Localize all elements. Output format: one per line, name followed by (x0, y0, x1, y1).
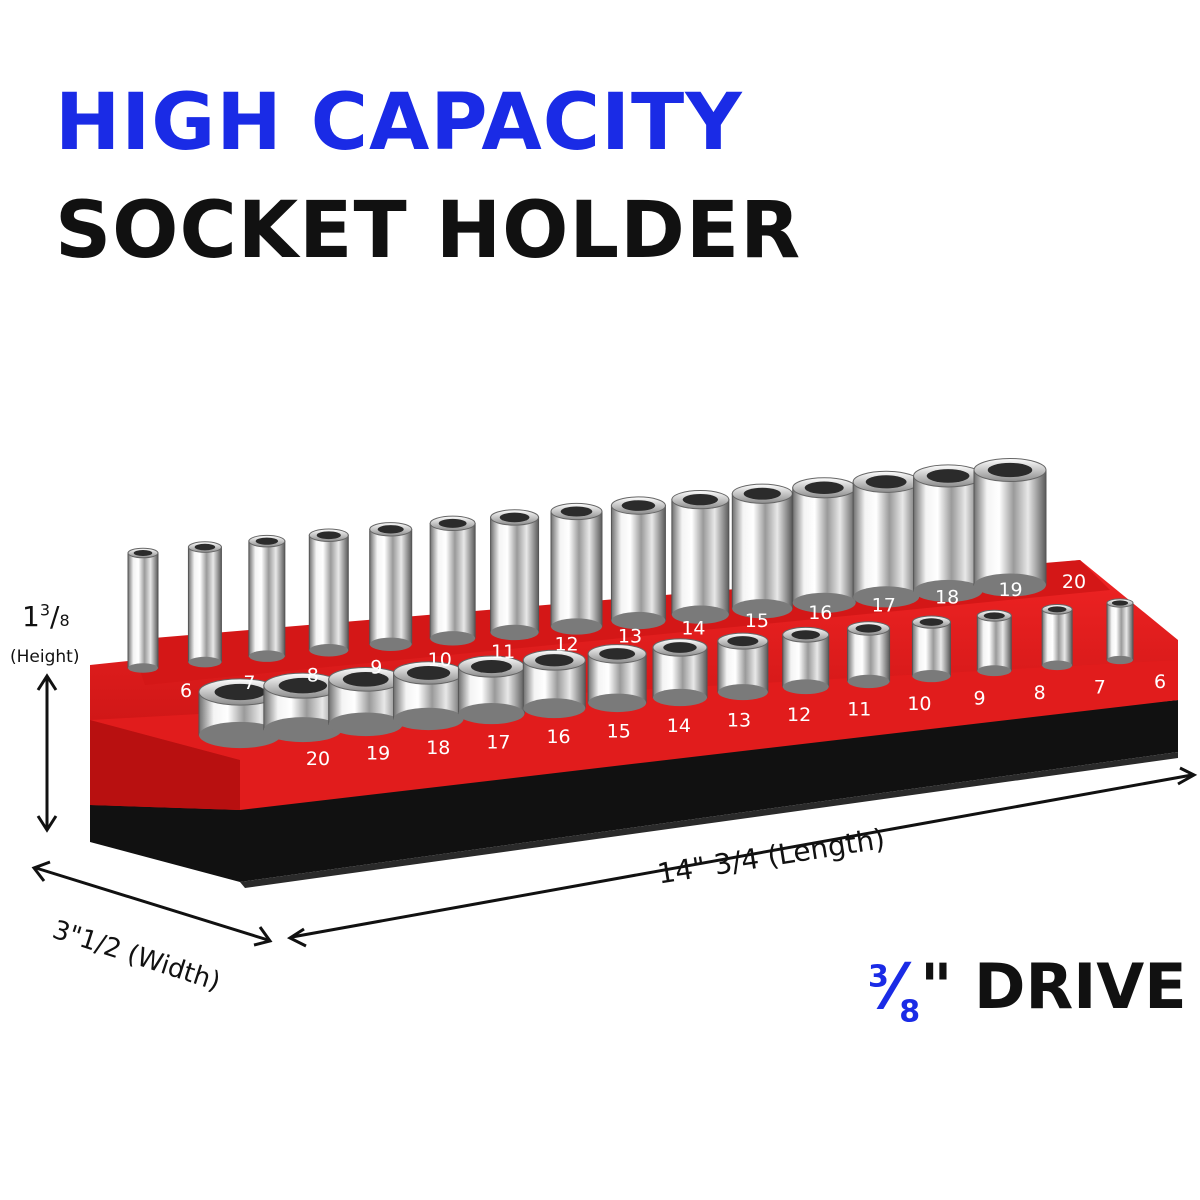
back-socket-9 (308, 528, 349, 657)
front-size-label: 16 (546, 726, 570, 748)
back-socket-20 (973, 457, 1047, 597)
back-socket-11 (429, 515, 476, 646)
back-socket-10 (369, 522, 413, 652)
holder-base (90, 700, 1178, 882)
back-socket-7 (187, 541, 222, 668)
width-arrow (31, 860, 273, 947)
back-size-label: 20 (1062, 571, 1086, 593)
back-size-label: 6 (180, 680, 192, 702)
drive-fraction: 3⁄8 (868, 950, 921, 1030)
back-size-label: 11 (491, 641, 515, 663)
back-size-label: 7 (243, 672, 255, 694)
holder-base-shadow (240, 752, 1178, 888)
headline-line-2: SOCKET HOLDER (55, 186, 802, 276)
height-arrow (36, 673, 58, 833)
back-socket-6 (127, 547, 159, 673)
front-size-label: 19 (366, 743, 390, 765)
front-size-label: 17 (486, 732, 510, 754)
front-size-label: 7 (1094, 677, 1106, 699)
back-size-label: 14 (681, 618, 705, 640)
front-size-label: 9 (974, 688, 986, 710)
back-socket-17 (792, 477, 857, 613)
back-size-label: 15 (745, 610, 769, 632)
back-socket-12 (490, 509, 540, 641)
back-size-label: 10 (428, 649, 452, 671)
front-socket-17 (393, 661, 465, 731)
back-socket-19 (913, 464, 984, 602)
back-size-label: 13 (618, 626, 642, 648)
front-size-label: 12 (787, 704, 811, 726)
height-caption: (Height) (10, 647, 80, 667)
front-size-label: 13 (727, 710, 751, 732)
front-size-label: 18 (426, 737, 450, 759)
holder-front-face (90, 660, 1178, 810)
back-socket-8 (248, 534, 286, 662)
back-size-label: 16 (808, 602, 832, 624)
front-size-label: 20 (306, 748, 330, 770)
back-row-labels: 6 7 8 9 10 11 12 13 14 15 16 17 18 19 20 (180, 571, 1086, 702)
front-socket-7 (1041, 604, 1073, 671)
front-socket-9 (911, 615, 951, 683)
front-size-label: 15 (607, 721, 631, 743)
drive-size-label: 3⁄8" DRIVE (868, 950, 1187, 1030)
front-size-label: 8 (1034, 682, 1046, 704)
back-socket-14 (610, 496, 666, 630)
front-size-label: 10 (907, 693, 931, 715)
back-socket-18 (852, 470, 920, 608)
front-socket-13 (652, 638, 708, 707)
back-size-label: 8 (307, 664, 319, 686)
front-size-label: 11 (847, 699, 871, 721)
back-size-label: 18 (935, 587, 959, 609)
front-socket-18 (328, 666, 404, 737)
back-socket-16 (731, 483, 793, 619)
front-socket-11 (782, 626, 830, 695)
front-socket-6 (1106, 598, 1134, 665)
front-socket-14 (587, 644, 647, 713)
back-size-label: 17 (872, 594, 896, 616)
back-size-label: 12 (554, 633, 578, 655)
holder-front-chamfer (90, 720, 240, 810)
headline-line-1: HIGH CAPACITY (55, 78, 743, 168)
front-socket-8 (976, 609, 1012, 677)
back-socket-13 (550, 502, 603, 635)
back-size-label: 9 (370, 657, 382, 679)
front-row-sockets (198, 598, 1134, 749)
back-size-label: 19 (998, 579, 1022, 601)
front-size-label: 14 (667, 715, 691, 737)
height-value: 13/8 (22, 600, 70, 633)
front-socket-12 (717, 632, 769, 701)
front-socket-10 (847, 621, 891, 689)
front-row-labels: 20 19 18 17 16 15 14 13 12 11 10 9 8 7 6 (306, 671, 1166, 770)
back-row-sockets (127, 457, 1047, 673)
front-socket-15 (522, 649, 586, 719)
front-size-label: 6 (1154, 671, 1166, 693)
back-socket-15 (671, 490, 730, 624)
length-arrow (286, 766, 1198, 948)
front-socket-16 (457, 655, 525, 725)
